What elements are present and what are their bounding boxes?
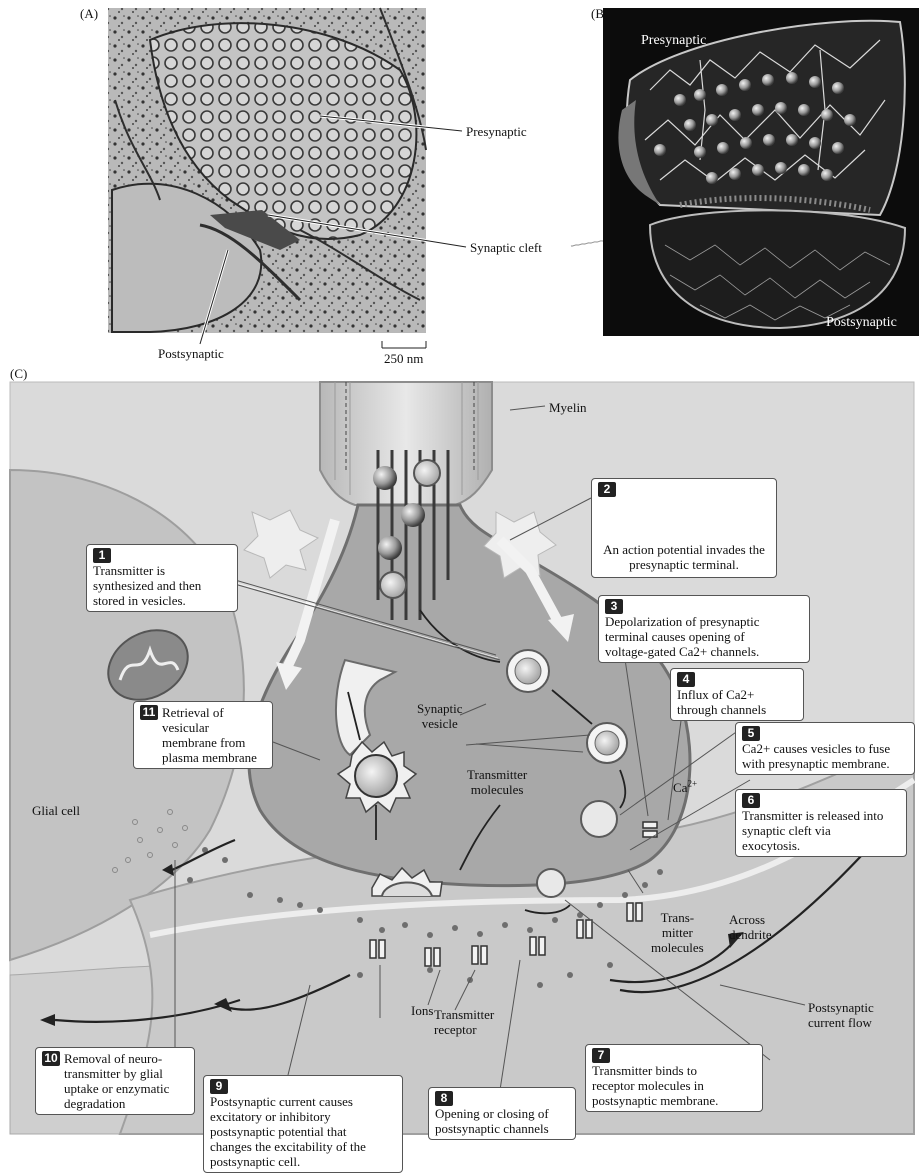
step-8-number: 8 (435, 1091, 453, 1106)
step-6-box: 6Transmitter is released into synaptic c… (735, 789, 907, 857)
label-postsynaptic-a: Postsynaptic (158, 346, 224, 361)
step-4-number: 4 (677, 672, 695, 687)
step-10-text: Removal of neuro-transmitter by glial up… (64, 1051, 184, 1111)
step-4-text: Influx of Ca2+ through channels (677, 687, 781, 717)
step-1-number: 1 (93, 548, 111, 563)
step-2-text: An action potential invades the presynap… (598, 542, 770, 572)
step-10-number: 10 (42, 1051, 60, 1066)
label-ca: Ca2+ (673, 780, 697, 795)
label-transmitter-molecules: Transmitter molecules (467, 767, 527, 797)
step-1-text: Transmitter is synthesized and then stor… (93, 563, 217, 608)
step-2-box: 2 An action potential invades the presyn… (591, 478, 777, 578)
ca-text: Ca (673, 780, 687, 795)
step-4-box: 4Influx of Ca2+ through channels (670, 668, 804, 721)
step-9-number: 9 (210, 1079, 228, 1094)
step-3-text: Depolarization of presynaptic terminal c… (605, 614, 785, 659)
scale-bar-label: 250 nm (384, 351, 423, 366)
label-presynaptic-a: Presynaptic (466, 124, 527, 139)
step-3-box: 3Depolarization of presynaptic terminal … (598, 595, 810, 663)
step-8-box: 8Opening or closing of postsynaptic chan… (428, 1087, 576, 1140)
label-myelin: Myelin (549, 400, 587, 415)
step-10-box: 10 Removal of neuro-transmitter by glial … (35, 1047, 195, 1115)
panel-b-letter: (B) (591, 6, 608, 22)
step-9-box: 9Postsynaptic current causes excitatory … (203, 1075, 403, 1173)
step-11-number: 11 (140, 705, 158, 720)
step-9-text: Postsynaptic current causes excitatory o… (210, 1094, 380, 1169)
label-glial-cell: Glial cell (32, 803, 80, 818)
ca-sup: 2+ (687, 779, 697, 789)
step-7-box: 7Transmitter binds to receptor molecules… (585, 1044, 763, 1112)
step-5-text: Ca2+ causes vesicles to fuse with presyn… (742, 741, 892, 771)
step-7-number: 7 (592, 1048, 610, 1063)
label-synaptic-vesicle: Synaptic vesicle (417, 701, 463, 731)
label-across-dendrite: Across dendrite (729, 912, 772, 942)
step-6-number: 6 (742, 793, 760, 808)
step-11-box: 11 Retrieval of vesicular membrane from p… (133, 701, 273, 769)
step-11-text: Retrieval of vesicular membrane from pla… (162, 705, 266, 765)
label-trans-mitter-molecules: Trans- mitter molecules (651, 910, 704, 955)
step-6-text: Transmitter is released into synaptic cl… (742, 808, 884, 853)
label-transmitter-receptor: Transmitter receptor (434, 1007, 494, 1037)
step-7-text: Transmitter binds to receptor molecules … (592, 1063, 740, 1108)
step-1-box: 1Transmitter is synthesized and then sto… (86, 544, 238, 612)
step-8-text: Opening or closing of postsynaptic chann… (435, 1106, 553, 1136)
panel-a-letter: (A) (80, 6, 98, 22)
label-ions: Ions (411, 1003, 433, 1018)
step-5-box: 5Ca2+ causes vesicles to fuse with presy… (735, 722, 915, 775)
label-postsynaptic-b: Postsynaptic (826, 315, 897, 330)
panel-c-letter: (C) (10, 366, 27, 382)
step-2-number: 2 (598, 482, 616, 497)
label-synaptic-cleft: Synaptic cleft (470, 240, 542, 255)
label-presynaptic-b: Presynaptic (641, 33, 706, 48)
label-postsynaptic-current-flow: Postsynaptic current flow (808, 1000, 874, 1030)
step-3-number: 3 (605, 599, 623, 614)
step-5-number: 5 (742, 726, 760, 741)
